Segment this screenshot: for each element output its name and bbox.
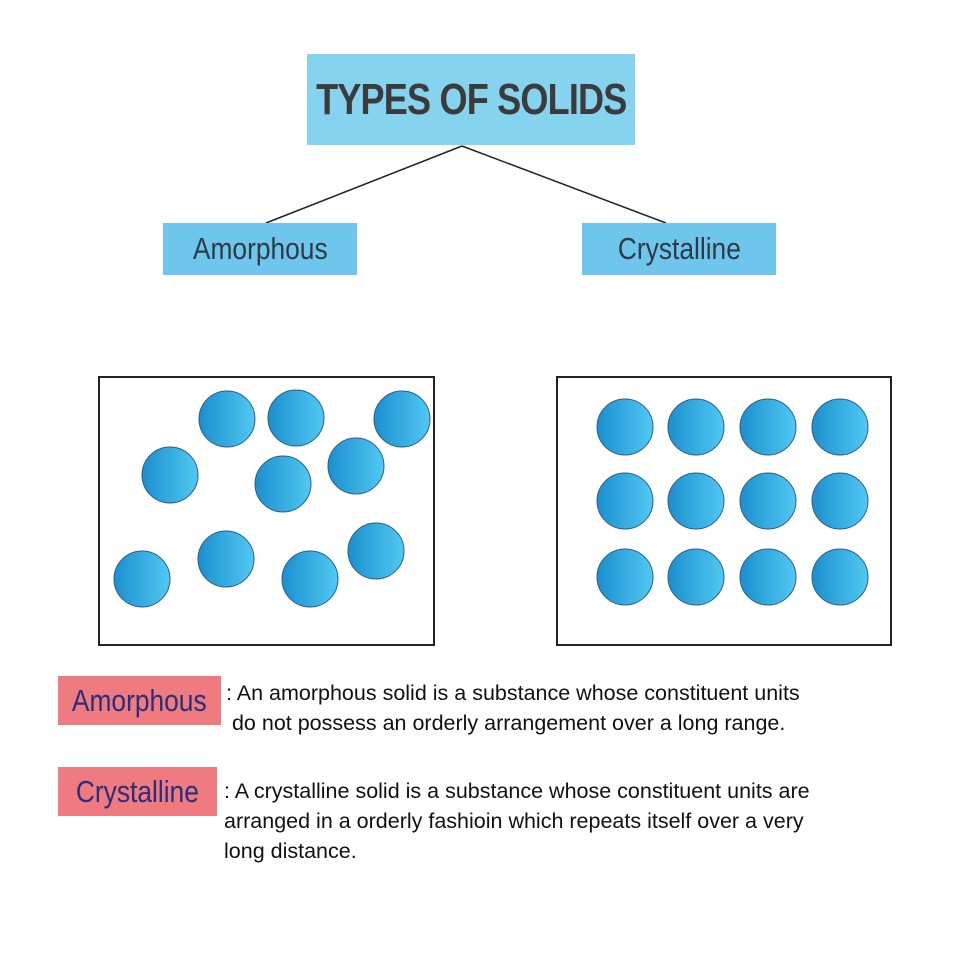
category-box-crystalline: Crystalline: [582, 223, 776, 275]
definition-line: : A crystalline solid is a substance who…: [224, 779, 810, 803]
definition-line: : An amorphous solid is a substance whos…: [226, 681, 800, 705]
particle: [667, 398, 725, 456]
particle: [596, 548, 654, 606]
particle: [811, 472, 869, 530]
particle: [197, 530, 255, 588]
definition-text-crystalline: : A crystalline solid is a substance who…: [224, 776, 810, 866]
definition-tag-crystalline: Crystalline: [58, 767, 217, 816]
particle: [347, 522, 405, 580]
particle: [739, 548, 797, 606]
connector-crystalline: [461, 145, 667, 224]
definition-text-amorphous: : An amorphous solid is a substance whos…: [226, 678, 800, 738]
particle: [667, 548, 725, 606]
particle: [254, 455, 312, 513]
amorphous-particle-panel: [98, 376, 435, 646]
particle: [141, 446, 199, 504]
particle: [327, 437, 385, 495]
definition-line: arranged in a orderly fashioin which rep…: [224, 809, 804, 833]
particle: [113, 550, 171, 608]
connector-amorphous: [265, 145, 463, 224]
particle: [739, 398, 797, 456]
particle: [198, 390, 256, 448]
amorphous-particles: [113, 389, 431, 608]
definition-line: do not possess an orderly arrangement ov…: [226, 711, 786, 735]
particle: [267, 389, 325, 447]
crystalline-particle-panel: [556, 376, 892, 646]
particle: [373, 390, 431, 448]
particle: [811, 398, 869, 456]
category-box-amorphous: Amorphous: [163, 223, 357, 275]
page-title: TYPES OF SOLIDS: [315, 74, 627, 124]
particle: [281, 550, 339, 608]
particle: [596, 398, 654, 456]
definition-term-amorphous: Amorphous: [72, 682, 207, 718]
definition-line: long distance.: [224, 839, 357, 863]
particle: [811, 548, 869, 606]
crystalline-particles: [596, 398, 869, 606]
definition-tag-amorphous: Amorphous: [58, 676, 221, 725]
particle: [739, 472, 797, 530]
category-label-amorphous: Amorphous: [192, 231, 328, 266]
title-box: TYPES OF SOLIDS: [307, 54, 635, 145]
definition-term-crystalline: Crystalline: [75, 773, 200, 809]
particle: [596, 472, 654, 530]
category-label-crystalline: Crystalline: [617, 231, 741, 266]
particle: [667, 472, 725, 530]
